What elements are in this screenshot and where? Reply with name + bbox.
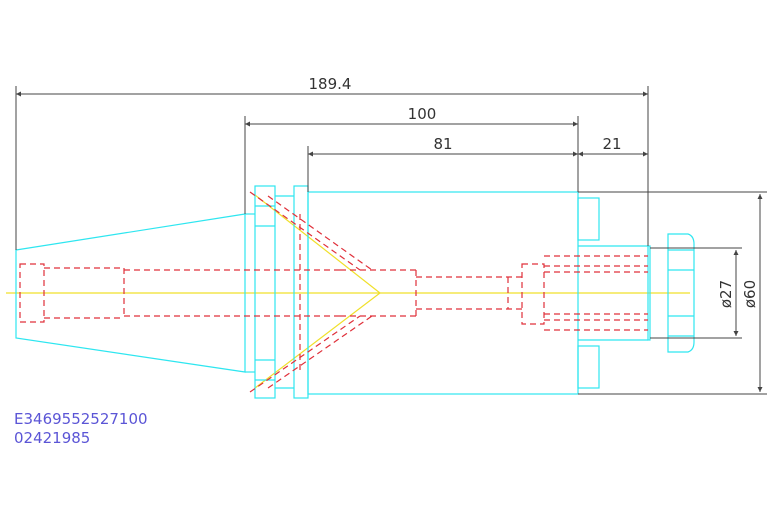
main-body: [307, 191, 579, 395]
dimension-lines: [15, 86, 767, 395]
collet-nut: [647, 245, 651, 341]
dim-overall-length: 189.4: [309, 75, 352, 93]
nut-profile: [667, 233, 695, 353]
hidden-lines: [19, 191, 648, 393]
dim-diameter-large: ø60: [741, 280, 759, 308]
front-key-top: [577, 197, 600, 241]
part-code-line2: 02421985: [14, 429, 90, 447]
part-code-line1: E3469552527100: [14, 410, 148, 428]
dim-body-length: 100: [408, 105, 437, 123]
dim-nut-length: 21: [602, 135, 621, 153]
tool-outline: [15, 185, 695, 399]
dim-bore-length: 81: [433, 135, 452, 153]
flange: [254, 185, 276, 399]
centerline: [6, 194, 690, 389]
neck: [293, 185, 309, 399]
dim-diameter-small: ø27: [717, 280, 735, 308]
front-key-bottom: [577, 345, 600, 389]
